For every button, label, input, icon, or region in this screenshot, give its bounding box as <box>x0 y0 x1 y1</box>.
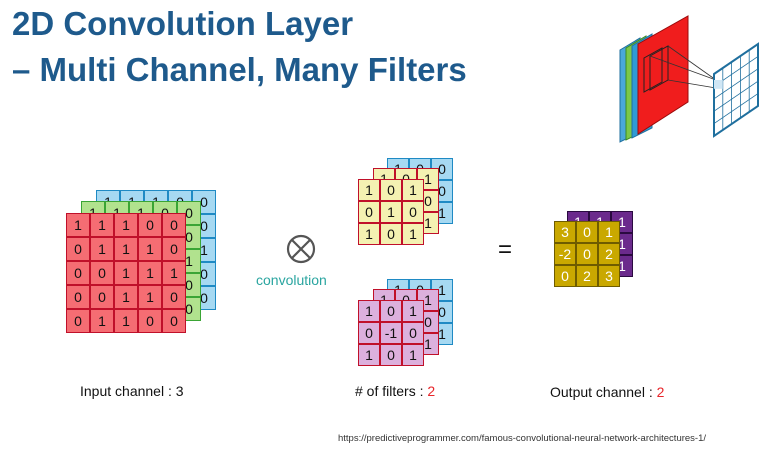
matrix-cell: 1 <box>402 300 424 322</box>
matrix-cell: 1 <box>114 309 138 333</box>
matrix-cell: 1 <box>358 179 380 201</box>
filters-count-value: 2 <box>427 383 436 399</box>
source-url: https://predictiveprogrammer.com/famous-… <box>338 433 707 444</box>
matrix-cell: 3 <box>598 265 620 287</box>
input-channel-label: Input channel : 3 <box>80 383 184 399</box>
matrix-cell: 1 <box>402 179 424 201</box>
matrix-cell: 0 <box>380 344 402 366</box>
matrix-cell: 0 <box>358 322 380 344</box>
matrix-cell: -1 <box>380 322 402 344</box>
matrix-cell: 0 <box>402 322 424 344</box>
filters-label-text: # of filters : <box>355 383 428 399</box>
matrix-cell: 0 <box>90 261 114 285</box>
matrix-cell: 0 <box>402 201 424 223</box>
matrix-cell: 0 <box>576 243 598 265</box>
page-title-line-2: – Multi Channel, Many Filters <box>12 51 467 88</box>
matrix-cell: 1 <box>66 213 90 237</box>
matrix-cell: 1 <box>90 309 114 333</box>
matrix-cell: 0 <box>554 265 576 287</box>
matrix-cell: 0 <box>90 285 114 309</box>
page-title-line-1: 2D Convolution Layer <box>12 5 354 42</box>
matrix-cell: 1 <box>162 261 186 285</box>
matrix-cell: 1 <box>358 344 380 366</box>
matrix-cell: 0 <box>358 201 380 223</box>
matrix-cell: 1 <box>138 237 162 261</box>
matrix-cell: 0 <box>138 309 162 333</box>
matrix-cell: 1 <box>114 261 138 285</box>
matrix-cell: 0 <box>162 237 186 261</box>
matrix-cell: 1 <box>114 285 138 309</box>
matrix-cell: 0 <box>162 213 186 237</box>
matrix-cell: 3 <box>554 221 576 243</box>
matrix-cell: 1 <box>138 285 162 309</box>
equals-sign: = <box>498 236 513 263</box>
matrix-cell: 0 <box>138 213 162 237</box>
matrix-cell: 0 <box>380 223 402 245</box>
matrix-cell: 0 <box>162 285 186 309</box>
matrix-cell: 0 <box>66 285 90 309</box>
matrix-cell: 0 <box>162 309 186 333</box>
matrix-cell: 1 <box>114 237 138 261</box>
matrix-cell: 1 <box>402 223 424 245</box>
matrix-cell: 2 <box>576 265 598 287</box>
matrix-cell: 1 <box>380 201 402 223</box>
matrix-cell: 0 <box>380 300 402 322</box>
matrix-cell: 1 <box>598 221 620 243</box>
matrix-cell: 1 <box>358 223 380 245</box>
convolution-label: convolution <box>256 272 327 288</box>
output-channel-label: Output channel : 2 <box>550 384 664 400</box>
matrix-cell: 0 <box>66 309 90 333</box>
matrix-cell: 0 <box>66 237 90 261</box>
matrix-cell: -2 <box>554 243 576 265</box>
output-label-text: Output channel : <box>550 384 657 400</box>
matrix-cell: 0 <box>380 179 402 201</box>
output-channel-value: 2 <box>656 384 665 400</box>
matrix-cell: 1 <box>90 213 114 237</box>
matrix-cell: 0 <box>66 261 90 285</box>
matrix-cell: 1 <box>90 237 114 261</box>
filters-count-label: # of filters : 2 <box>355 383 435 399</box>
matrix-cell: 1 <box>114 213 138 237</box>
matrix-cell: 2 <box>598 243 620 265</box>
matrix-cell: 0 <box>576 221 598 243</box>
matrix-cell: 1 <box>402 344 424 366</box>
convolution-layer-illustration <box>619 15 759 143</box>
convolution-operator-icon <box>286 234 316 264</box>
matrix-cell: 1 <box>138 261 162 285</box>
matrix-cell: 1 <box>358 300 380 322</box>
